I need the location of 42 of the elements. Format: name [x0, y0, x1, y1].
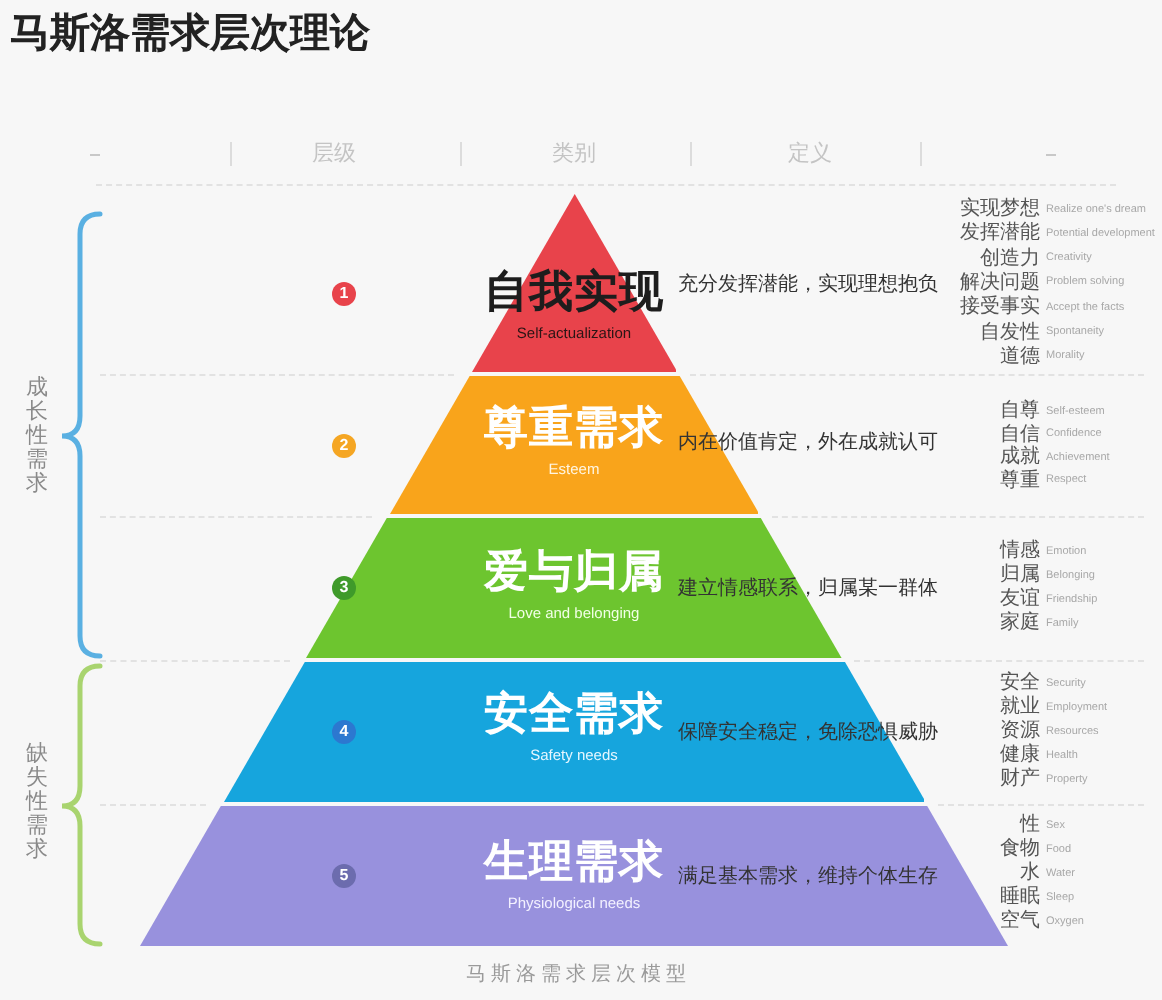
- keyword-text: 友谊: [1000, 588, 1040, 611]
- keyword-text: 道德: [1000, 345, 1040, 370]
- keyword-text: 创造力: [980, 247, 1040, 271]
- definition-text: 内在价值肯定，外在成就认可: [678, 430, 938, 458]
- keyword-text: 自信: [1000, 423, 1040, 446]
- keyword-text: 食物: [1000, 838, 1040, 861]
- keyword-text: 实现梦想: [960, 198, 1040, 221]
- pyramid-layer: [306, 518, 842, 658]
- layer-title: 生理需求: [484, 840, 664, 888]
- pyramid-layer: [389, 376, 759, 514]
- definition-text: 充分发挥潜能，实现理想抱负: [678, 272, 938, 300]
- keyword-text: 情感: [1000, 540, 1040, 563]
- keyword-text: 家庭: [1000, 612, 1040, 636]
- keyword-text: 接受事实: [960, 296, 1040, 321]
- keyword-text: 空气: [1000, 910, 1040, 934]
- keyword-text: 安全: [1000, 672, 1040, 695]
- layer-title: 尊重需求: [483, 406, 664, 454]
- keyword-text: 睡眠: [1000, 886, 1040, 909]
- bracket-label: 成长性需求: [26, 376, 48, 497]
- keyword-text: 发挥潜能: [960, 222, 1040, 247]
- keyword-text: 健康: [1000, 744, 1040, 767]
- level-number: 3: [332, 576, 356, 600]
- figure-caption: 马斯洛需求层次模型: [466, 962, 691, 990]
- keyword-text: 成就: [1000, 446, 1040, 469]
- bracket-label: 缺失性需求: [26, 742, 48, 863]
- keyword-text: 解决问题: [960, 271, 1040, 295]
- level-number: 2: [332, 434, 356, 458]
- definition-text: 建立情感联系，归属某一群体: [678, 576, 938, 604]
- keyword-text: 自发性: [980, 321, 1040, 345]
- definition-text: 满足基本需求，维持个体生存: [678, 864, 938, 892]
- keyword-text: 归属: [1000, 564, 1040, 587]
- level-number: 1: [332, 282, 356, 306]
- keyword-text: 就业: [1000, 696, 1040, 720]
- layer-title: 安全需求: [483, 692, 664, 740]
- page-title: 马斯洛需求层次理论: [10, 6, 370, 58]
- keyword-text: 性: [1020, 814, 1040, 838]
- keyword-text: 自尊: [1000, 400, 1040, 424]
- keyword-text: 财产: [1000, 768, 1040, 792]
- keyword-text: 水: [1020, 862, 1040, 885]
- layer-title: 爱与归属: [483, 550, 664, 598]
- keyword-text: 尊重: [1000, 469, 1040, 494]
- keyword-text: 资源: [1000, 720, 1040, 743]
